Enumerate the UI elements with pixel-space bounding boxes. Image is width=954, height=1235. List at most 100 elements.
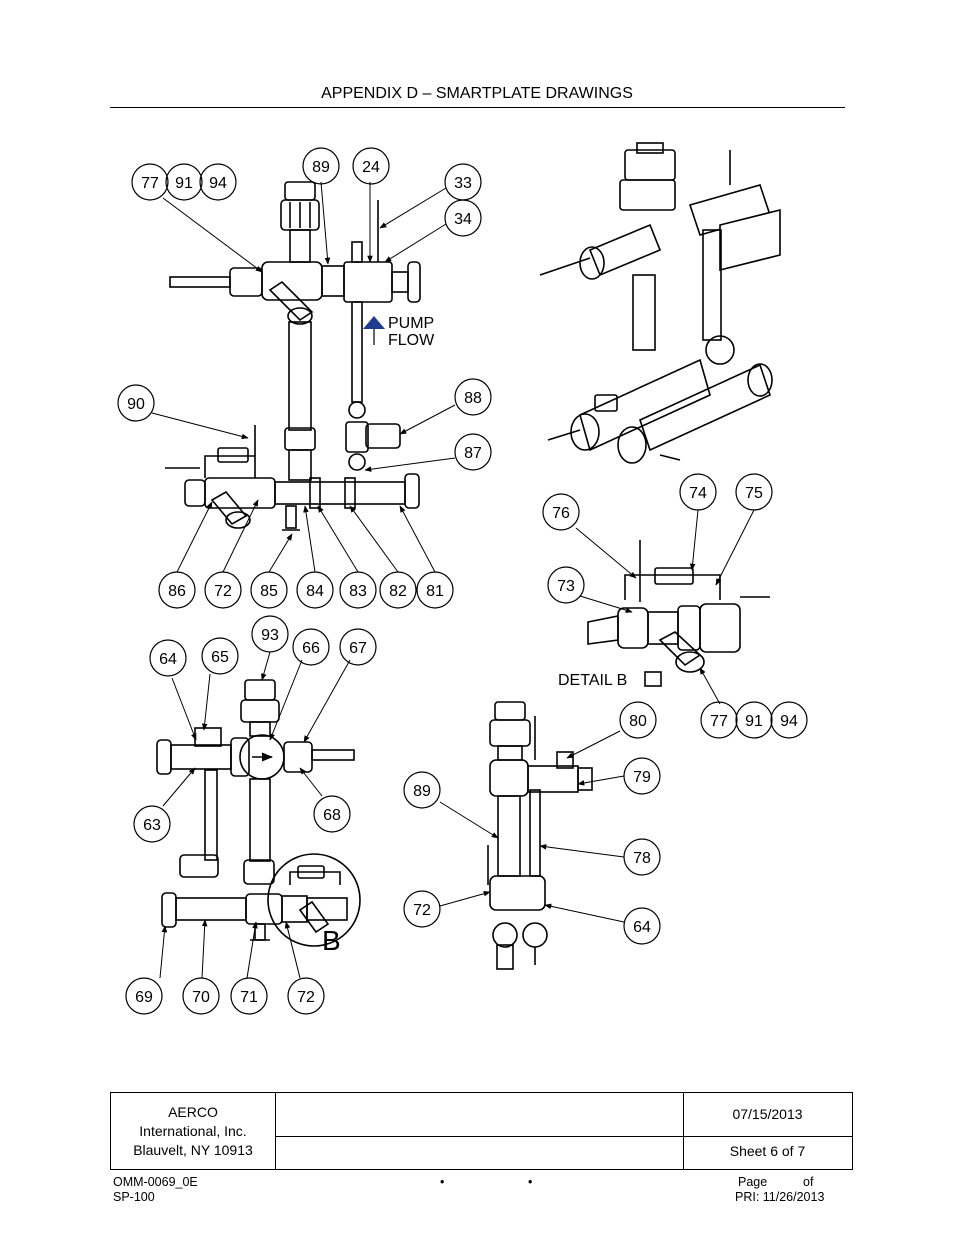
title-block-divider — [275, 1136, 852, 1137]
callout-balloon: 68 — [313, 795, 351, 833]
svg-text:91: 91 — [175, 175, 193, 192]
svg-text:78: 78 — [633, 850, 651, 867]
callout-balloon: 89 — [403, 771, 441, 809]
footer-bullet: • — [440, 1175, 445, 1189]
callout-balloon: 89 — [302, 147, 340, 185]
svg-text:89: 89 — [413, 783, 431, 800]
svg-text:84: 84 — [306, 583, 324, 600]
callout-balloon: 79 — [623, 757, 661, 795]
callout-balloon: 64 — [623, 907, 661, 945]
svg-text:65: 65 — [211, 649, 229, 666]
header-rule — [110, 107, 845, 108]
callouts-bottom-left: 93 64 65 66 67 63 68 69 70 71 72 — [125, 615, 377, 1015]
svg-text:80: 80 — [629, 713, 647, 730]
sheet-number: Sheet 6 of 7 — [729, 1143, 806, 1159]
svg-text:67: 67 — [349, 640, 367, 657]
callout-balloon: 76 — [542, 493, 580, 531]
footer-rule — [110, 1169, 845, 1170]
svg-text:93: 93 — [261, 627, 279, 644]
svg-text:86: 86 — [168, 583, 186, 600]
callout-balloon: 83 — [339, 571, 377, 609]
callout-balloon: 86 — [158, 571, 196, 609]
title-block: AERCO International, Inc. Blauvelt, NY 1… — [110, 1092, 853, 1170]
svg-text:73: 73 — [557, 578, 575, 595]
svg-text:90: 90 — [127, 396, 145, 413]
svg-text:85: 85 — [260, 583, 278, 600]
callout-balloon: 91 — [735, 701, 773, 739]
of-label: of — [803, 1175, 814, 1189]
top-left-assembly — [165, 181, 421, 531]
callout-balloon: 78 — [623, 838, 661, 876]
svg-text:69: 69 — [135, 989, 153, 1006]
svg-text:83: 83 — [349, 583, 367, 600]
model-number: SP-100 — [113, 1190, 155, 1204]
svg-text:82: 82 — [389, 583, 407, 600]
company-line: AERCO — [168, 1104, 218, 1120]
callout-balloon: 72 — [287, 977, 325, 1015]
isometric-assembly — [539, 142, 781, 464]
callout-balloon: 88 — [454, 378, 492, 416]
svg-text:72: 72 — [214, 583, 232, 600]
callout-balloon: 34 — [444, 199, 482, 237]
detail-b-marker: B — [322, 925, 341, 956]
callout-balloon: 33 — [444, 163, 482, 201]
callout-balloon: 91 — [165, 163, 203, 201]
callout-balloon: 72 — [204, 571, 242, 609]
svg-text:34: 34 — [454, 211, 472, 228]
callout-balloon: 63 — [133, 805, 171, 843]
callout-balloon: 80 — [619, 701, 657, 739]
svg-text:74: 74 — [689, 485, 707, 502]
page-label: Page — [738, 1175, 768, 1189]
svg-text:79: 79 — [633, 769, 651, 786]
callouts-top-left: 77 91 94 89 24 33 34 90 88 87 86 72 85 8… — [117, 147, 492, 609]
company-address: Blauvelt, NY 10913 — [133, 1142, 253, 1158]
pri-date: PRI: 11/26/2013 — [735, 1190, 825, 1204]
callout-balloon: 71 — [230, 977, 268, 1015]
callout-balloon: 75 — [735, 473, 773, 511]
revision-date: 07/15/2013 — [732, 1106, 803, 1122]
svg-text:94: 94 — [780, 713, 798, 730]
svg-text:71: 71 — [240, 989, 258, 1006]
callout-balloon: 65 — [201, 637, 239, 675]
svg-text:72: 72 — [297, 989, 315, 1006]
callout-balloon: 74 — [679, 473, 717, 511]
company-name: AERCO International, Inc. Blauvelt, NY 1… — [111, 1103, 275, 1160]
title-block-divider — [275, 1093, 276, 1169]
svg-text:81: 81 — [426, 583, 444, 600]
callout-balloon: 72 — [403, 890, 441, 928]
callout-balloon: 90 — [117, 384, 155, 422]
pump-flow-arrow — [363, 316, 385, 345]
callout-balloon: 64 — [149, 639, 187, 677]
svg-text:64: 64 — [159, 651, 177, 668]
company-line: International, Inc. — [139, 1123, 247, 1139]
callout-balloon: 85 — [250, 571, 288, 609]
svg-text:63: 63 — [143, 817, 161, 834]
callout-balloon: 70 — [182, 977, 220, 1015]
callout-balloon: 69 — [125, 977, 163, 1015]
svg-text:88: 88 — [464, 390, 482, 407]
detail-b-assembly — [587, 540, 770, 687]
svg-text:87: 87 — [464, 445, 482, 462]
callout-balloon: 82 — [379, 571, 417, 609]
leader-lines — [151, 181, 755, 979]
svg-text:72: 72 — [413, 902, 431, 919]
doc-number: OMM-0069_0E — [113, 1175, 198, 1189]
callout-balloon: 84 — [296, 571, 334, 609]
callout-balloon: 24 — [352, 147, 390, 185]
svg-text:75: 75 — [745, 485, 763, 502]
svg-text:70: 70 — [192, 989, 210, 1006]
callout-balloon: 93 — [251, 615, 289, 653]
pump-flow-label: FLOW — [388, 332, 435, 349]
callout-balloon: 94 — [770, 701, 808, 739]
page-title: APPENDIX D – SMARTPLATE DRAWINGS — [321, 85, 633, 102]
svg-text:33: 33 — [454, 175, 472, 192]
svg-text:91: 91 — [745, 713, 763, 730]
callout-balloon: 87 — [454, 433, 492, 471]
callout-balloon: 66 — [292, 628, 330, 666]
bottom-left-assembly — [156, 679, 361, 947]
svg-text:77: 77 — [710, 713, 728, 730]
svg-text:89: 89 — [312, 159, 330, 176]
detail-b-label: DETAIL B — [558, 672, 627, 689]
callout-balloon: 73 — [547, 566, 585, 604]
